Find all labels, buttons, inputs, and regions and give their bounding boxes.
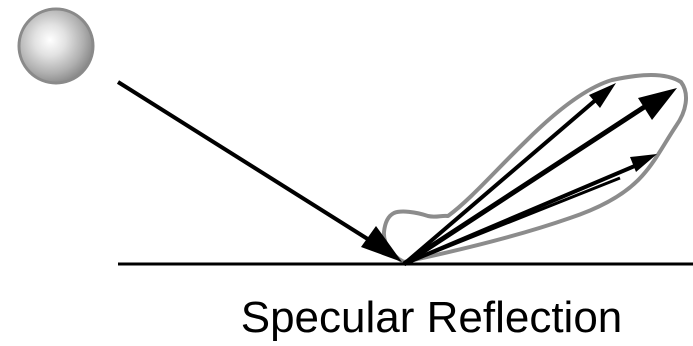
diagram-caption: Specular Reflection bbox=[240, 293, 623, 342]
reflected-ray-upper bbox=[402, 90, 607, 266]
reflection-lobe-outline bbox=[381, 73, 689, 264]
reflected-ray-main bbox=[402, 97, 657, 267]
incident-ray bbox=[116, 80, 384, 250]
reflected-ray-lowest bbox=[403, 176, 621, 266]
reflected-ray-upper-arrowhead bbox=[589, 83, 616, 108]
incident-ray-arrowhead bbox=[361, 226, 402, 262]
light-source-icon bbox=[17, 7, 95, 85]
reflected-ray-main-arrowhead bbox=[638, 88, 677, 120]
reflected-ray-lower-arrowhead bbox=[630, 154, 657, 172]
